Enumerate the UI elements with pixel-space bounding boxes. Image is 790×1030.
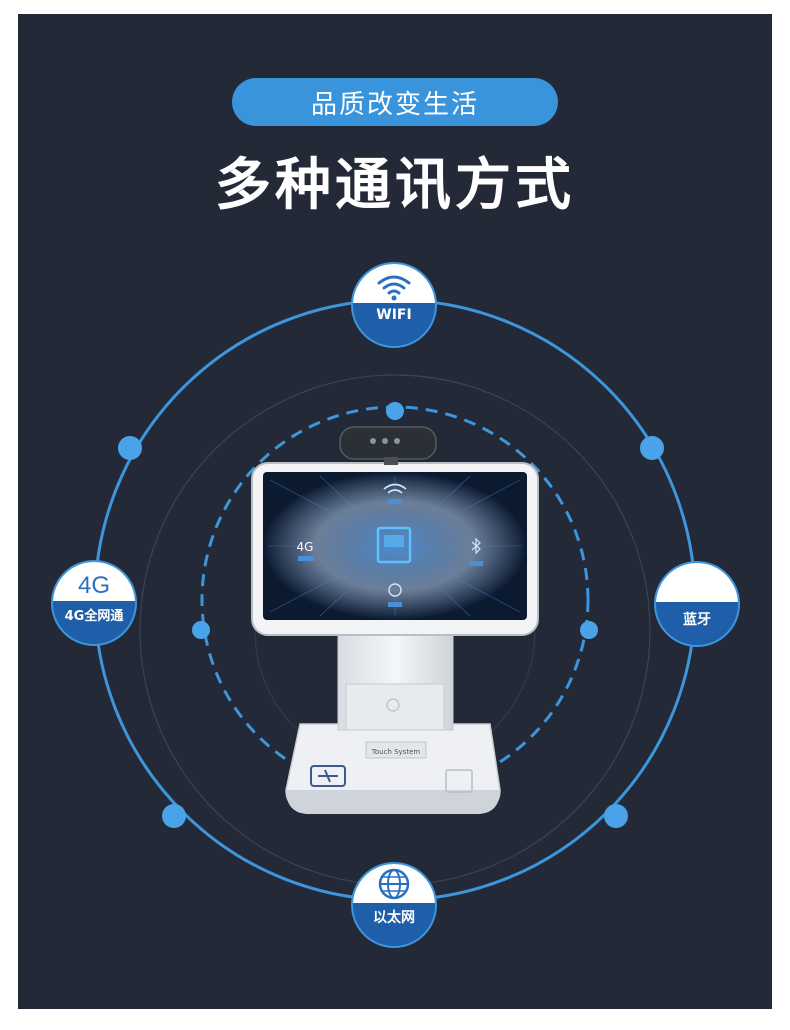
bluetooth-badge: 蓝牙	[654, 561, 740, 647]
screen-4g-text: 4G	[297, 540, 314, 554]
ring-dot	[162, 804, 186, 828]
wifi-label: WIFI	[376, 306, 412, 323]
card-reader	[445, 769, 473, 793]
4g-icon: 4G	[77, 572, 110, 600]
screen-bluetooth-icon	[471, 537, 481, 555]
ethernet-label: 以太网	[373, 909, 415, 926]
wifi-badge: WIFI	[351, 262, 437, 348]
4g-label: 4G全网通	[64, 608, 124, 624]
screen-globe-icon	[388, 583, 402, 597]
ring-dot	[386, 402, 404, 420]
ring-dot	[604, 804, 628, 828]
ring-dot	[580, 621, 598, 639]
ring-dot	[192, 621, 210, 639]
ethernet-badge: 以太网	[351, 862, 437, 948]
ring-dot	[118, 436, 142, 460]
slogan-pill: 品质改变生活	[232, 78, 558, 126]
page-title: 多种通讯方式	[215, 153, 575, 218]
bluetooth-label: 蓝牙	[683, 611, 711, 628]
wifi-icon	[377, 275, 411, 301]
4g-badge: 4G 4G全网通	[51, 560, 137, 646]
globe-icon	[378, 869, 410, 900]
camera-module	[339, 426, 437, 460]
pos-terminal: Touch System 4G	[251, 426, 539, 814]
screen-wifi-icon	[383, 483, 407, 494]
logo-mark	[310, 765, 346, 787]
base-label: Touch System	[371, 748, 421, 756]
ring-dot	[640, 436, 664, 460]
